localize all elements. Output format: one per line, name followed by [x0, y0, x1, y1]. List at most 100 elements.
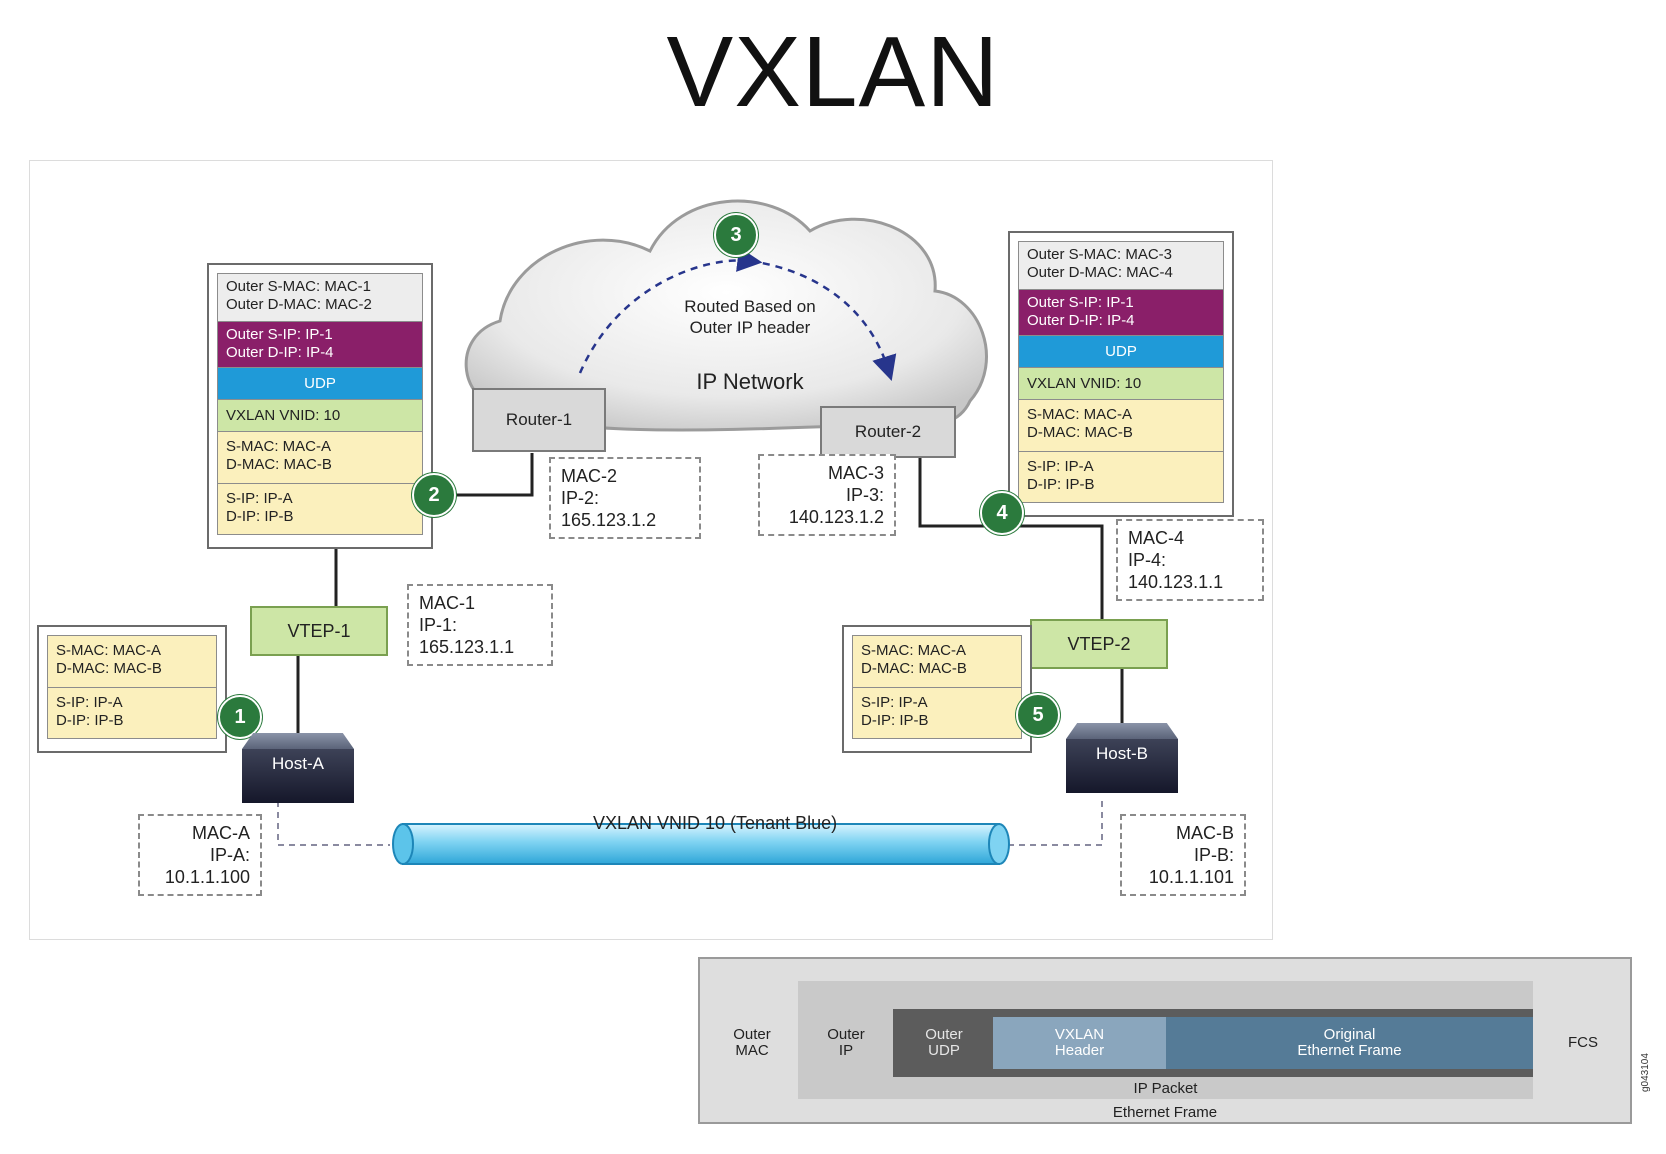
right-outer-sip: Outer S-IP: IP-1	[1027, 294, 1134, 311]
host-b-ip-label: IP-B:	[1193, 845, 1234, 865]
host-a-inner-ip-segment: S-IP: IP-A D-IP: IP-B	[47, 687, 217, 739]
vtep-2-address: MAC-4 IP-4: 140.123.1.1	[1116, 519, 1264, 601]
vxlan-tunnel-left-cap	[392, 823, 414, 865]
left-inner-dip: D-IP: IP-B	[226, 508, 294, 525]
fcs-label: FCS	[1568, 1034, 1598, 1051]
vxlan-header-region	[993, 1017, 1166, 1069]
original-frame-label: Original Ethernet Frame	[1166, 1027, 1533, 1059]
right-encapsulated-packet: Outer S-MAC: MAC-3 Outer D-MAC: MAC-4 Ou…	[1008, 231, 1234, 517]
host-b-sip: S-IP: IP-A	[861, 694, 928, 711]
link-step2-router1	[435, 453, 534, 497]
host-b-label: Host-B	[1066, 739, 1178, 793]
host-a-address: MAC-A IP-A: 10.1.1.100	[138, 814, 262, 896]
router-2-ip-label: IP-3:	[845, 485, 884, 505]
right-vnid-segment: VXLAN VNID: 10	[1018, 367, 1224, 399]
left-outer-ip-segment: Outer S-IP: IP-1 Outer D-IP: IP-4	[217, 321, 423, 367]
host-b-inner-ip-segment: S-IP: IP-A D-IP: IP-B	[852, 687, 1022, 739]
outer-ip-line-2: IP	[838, 1042, 854, 1059]
right-outer-mac-segment: Outer S-MAC: MAC-3 Outer D-MAC: MAC-4	[1018, 241, 1224, 289]
route-arc	[578, 247, 763, 374]
router-1-ip: 165.123.1.2	[561, 510, 657, 530]
right-outer-dip: Outer D-IP: IP-4	[1027, 312, 1135, 329]
step-2-badge: 2	[412, 473, 456, 517]
ip-network-cloud	[464, 199, 988, 432]
host-b-inner-mac-segment: S-MAC: MAC-A D-MAC: MAC-B	[852, 635, 1022, 687]
left-vnid-segment: VXLAN VNID: 10	[217, 399, 423, 431]
figure-code: g043104	[1640, 1053, 1651, 1092]
vtep-1-address: MAC-1 IP-1: 165.123.1.1	[407, 584, 553, 666]
left-inner-sip: S-IP: IP-A	[226, 490, 293, 507]
outer-udp-line-2: UDP	[928, 1042, 960, 1059]
routed-label: Routed Based on Outer IP header	[640, 296, 860, 338]
vtep-2-ip: 140.123.1.1	[1128, 572, 1224, 592]
routed-line-1: Routed Based on	[684, 297, 816, 316]
router-2: Router-2	[820, 406, 956, 458]
host-b-mac: MAC-B	[1176, 823, 1234, 843]
host-b-dip: D-IP: IP-B	[861, 712, 929, 729]
diagram-panel: 3 Routed Based on Outer IP header IP Net…	[29, 160, 1273, 940]
vxlan-header-line-2: Header	[1054, 1042, 1105, 1059]
router-1-mac: MAC-2	[561, 466, 618, 486]
right-inner-sip: S-IP: IP-A	[1027, 458, 1094, 475]
host-b-address: MAC-B IP-B: 10.1.1.101	[1120, 814, 1246, 896]
vtep-1: VTEP-1	[250, 606, 388, 656]
left-outer-sip: Outer S-IP: IP-1	[226, 326, 333, 343]
host-b: Host-B	[1066, 723, 1178, 793]
host-b-smac: S-MAC: MAC-A	[861, 642, 966, 659]
outer-ip-line-1: Outer	[827, 1026, 865, 1043]
router-2-address: MAC-3 IP-3: 140.123.1.2	[758, 454, 896, 536]
right-inner-smac: S-MAC: MAC-A	[1027, 406, 1132, 423]
host-a-original-frame: S-MAC: MAC-A D-MAC: MAC-B S-IP: IP-A D-I…	[37, 625, 227, 753]
host-a-tunnel-dash	[277, 801, 390, 846]
host-a-top	[242, 733, 354, 749]
vxlan-header-label: VXLAN Header	[993, 1027, 1166, 1059]
original-frame-line-1: Original	[1323, 1026, 1376, 1043]
original-frame-line-2: Ethernet Frame	[1297, 1042, 1402, 1059]
vtep-1-ip-label: IP-1:	[419, 615, 458, 635]
host-a-label: Host-A	[242, 749, 354, 803]
host-b-top	[1066, 723, 1178, 739]
ip-network-label: IP Network	[696, 369, 804, 394]
network-diagram-canvas	[277, 199, 1124, 865]
router-1-address: MAC-2 IP-2: 165.123.1.2	[549, 457, 701, 539]
step-1-badge: 1	[218, 695, 262, 739]
step-4-badge: 4	[980, 491, 1024, 535]
left-outer-mac-segment: Outer S-MAC: MAC-1 Outer D-MAC: MAC-2	[217, 273, 423, 321]
route-arc-return	[749, 259, 897, 381]
page-title: VXLAN	[666, 16, 1000, 128]
outer-mac-line-2: MAC	[735, 1042, 769, 1059]
routed-line-2: Outer IP header	[689, 318, 811, 337]
left-inner-dmac: D-MAC: MAC-B	[226, 456, 332, 473]
left-outer-smac: Outer S-MAC: MAC-1	[226, 278, 372, 295]
right-outer-dmac: Outer D-MAC: MAC-4	[1027, 264, 1173, 281]
outer-mac-line-1: Outer	[733, 1026, 771, 1043]
right-udp-segment: UDP	[1018, 335, 1224, 367]
vtep-2: VTEP-2	[1030, 619, 1168, 669]
vxlan-header-line-1: VXLAN	[1054, 1026, 1105, 1043]
left-outer-dip: Outer D-IP: IP-4	[226, 344, 334, 361]
right-inner-ip-segment: S-IP: IP-A D-IP: IP-B	[1018, 451, 1224, 503]
left-encapsulated-packet: Outer S-MAC: MAC-1 Outer D-MAC: MAC-2 Ou…	[207, 263, 433, 549]
left-inner-smac: S-MAC: MAC-A	[226, 438, 331, 455]
host-a: Host-A	[242, 733, 354, 803]
outer-mac-label: Outer MAC	[712, 1027, 792, 1059]
vtep-1-mac: MAC-1	[419, 593, 476, 613]
vtep-2-mac: MAC-4	[1128, 528, 1185, 548]
vtep-1-ip: 165.123.1.1	[419, 637, 515, 657]
host-a-sip: S-IP: IP-A	[56, 694, 123, 711]
host-b-ip: 10.1.1.101	[1148, 867, 1234, 887]
ip-packet-label: IP Packet	[1133, 1080, 1198, 1097]
step-5-badge: 5	[1016, 693, 1060, 737]
outer-udp-line-1: Outer	[925, 1026, 963, 1043]
outer-ip-label: Outer IP	[804, 1027, 888, 1059]
tunnel-label: VXLAN VNID 10 (Tenant Blue)	[593, 813, 838, 833]
host-a-inner-mac-segment: S-MAC: MAC-A D-MAC: MAC-B	[47, 635, 217, 687]
vxlan-encapsulation-format: Outer MAC Outer IP Outer UDP VXLAN Heade…	[698, 957, 1632, 1124]
left-udp-segment: UDP	[217, 367, 423, 399]
router-1-ip-label: IP-2:	[561, 488, 600, 508]
left-inner-mac-segment: S-MAC: MAC-A D-MAC: MAC-B	[217, 431, 423, 483]
right-outer-ip-segment: Outer S-IP: IP-1 Outer D-IP: IP-4	[1018, 289, 1224, 335]
host-a-ip: 10.1.1.100	[164, 867, 250, 887]
router-2-ip: 140.123.1.2	[788, 507, 884, 527]
outer-udp-label: Outer UDP	[896, 1027, 992, 1059]
